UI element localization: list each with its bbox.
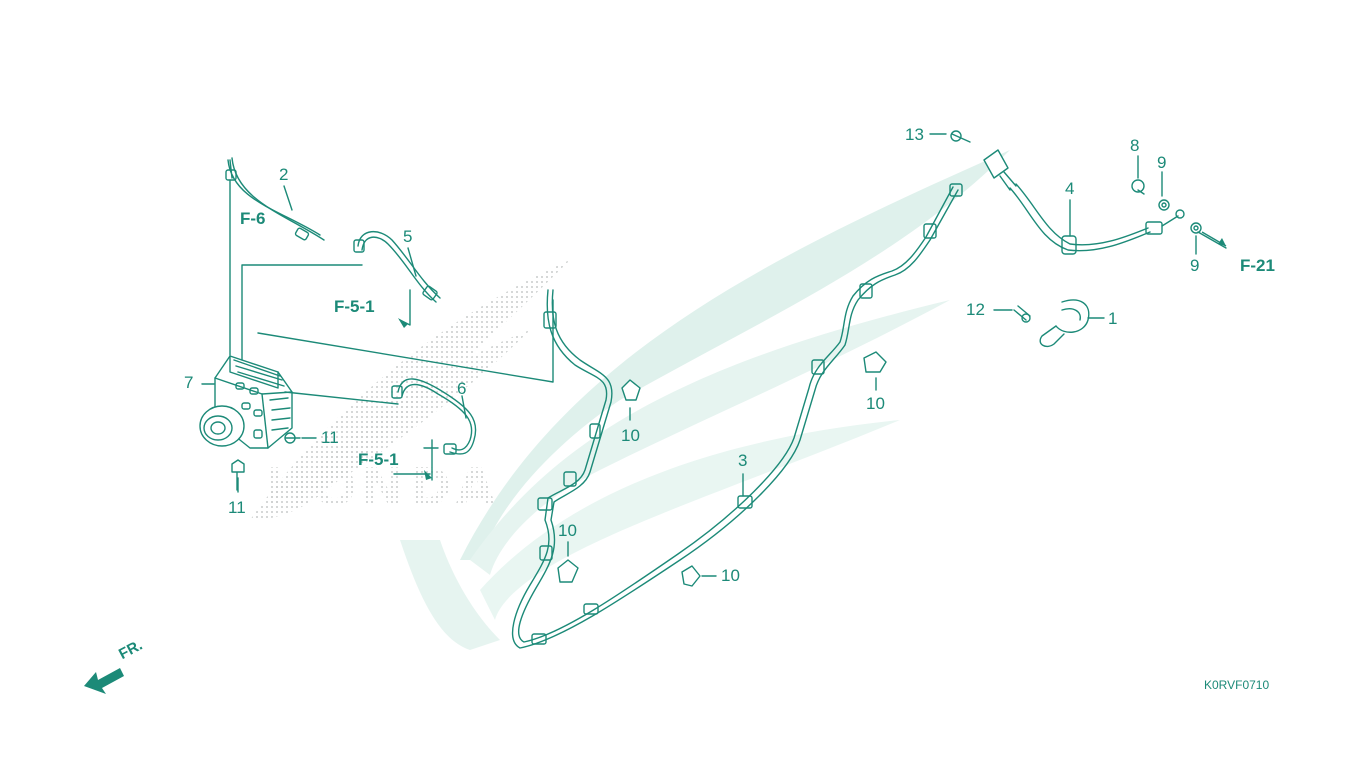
part-label-5: 5 xyxy=(403,227,413,246)
part-label-8: 8 xyxy=(1130,136,1140,155)
banjo-bolt-and-washers xyxy=(1131,155,1202,255)
label-leader-lines xyxy=(201,185,1227,497)
part-label-7: 7 xyxy=(184,373,194,392)
svg-text:HONDA: HONDA xyxy=(265,458,500,518)
hose-clamp-1 xyxy=(1039,299,1105,348)
f21-arrow-icon xyxy=(1201,231,1227,247)
bolt-13 xyxy=(929,130,971,143)
part-label-13: 13 xyxy=(905,125,924,144)
part-label-10-a: 10 xyxy=(621,426,640,445)
part-label-11-a: 11 xyxy=(321,428,339,447)
clip-10-c xyxy=(557,541,579,583)
part-label-2: 2 xyxy=(279,165,289,184)
bolt-12 xyxy=(993,305,1031,323)
diagram-code: K0RVF0710 xyxy=(1204,678,1270,692)
ref-f5-1-top: F-5-1 xyxy=(334,297,375,316)
wing-logo-watermark: HONDA xyxy=(250,150,1010,650)
part-label-1: 1 xyxy=(1108,309,1118,328)
ref-f5-1-bottom: F-5-1 xyxy=(358,450,399,469)
ref-f6: F-6 xyxy=(240,209,266,228)
part-label-9-top: 9 xyxy=(1157,153,1167,172)
clip-10-d xyxy=(681,565,717,587)
clip-10-a xyxy=(621,379,641,421)
part-label-10-c: 10 xyxy=(558,521,577,540)
part-label-12: 12 xyxy=(966,300,985,319)
brake-pipe-6 xyxy=(391,378,477,481)
brake-hose-4 xyxy=(983,149,1185,255)
part-label-4: 4 xyxy=(1065,179,1075,198)
nut-11-b xyxy=(231,459,245,493)
clip-10-b xyxy=(863,351,887,391)
ref-arrow-icons xyxy=(398,318,432,480)
brake-pipe-2 xyxy=(225,157,325,241)
nut-11-a xyxy=(284,432,317,444)
part-label-10-d: 10 xyxy=(721,566,740,585)
part-label-6: 6 xyxy=(457,379,467,398)
abs-modulator-unit xyxy=(199,355,293,449)
ref-f21: F-21 xyxy=(1240,256,1275,275)
front-arrow-icon xyxy=(84,668,124,694)
part-label-10-b: 10 xyxy=(866,394,885,413)
part-label-3: 3 xyxy=(738,451,748,470)
part-label-11-b: 11 xyxy=(228,498,246,517)
part-label-9-bottom: 9 xyxy=(1190,256,1200,275)
brake-pipe-3 xyxy=(511,183,963,649)
